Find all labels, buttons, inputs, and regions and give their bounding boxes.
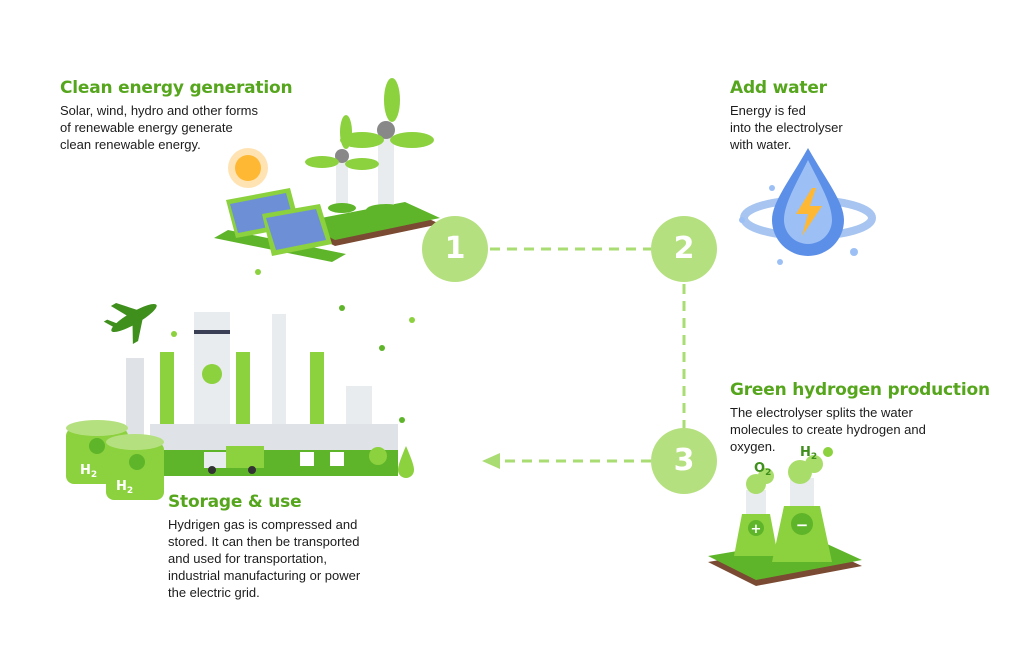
step-title: Clean energy generation	[60, 78, 293, 98]
minus-label: −	[796, 516, 809, 534]
arrowhead-left	[482, 453, 500, 469]
water-drop-icon	[739, 148, 876, 265]
lightning-icon	[796, 188, 822, 236]
flask-icon: +	[734, 468, 778, 556]
step-description: Hydrigen gas is compressed and stored. I…	[168, 517, 361, 600]
flask-large-icon: −	[772, 455, 832, 562]
step-storage-use: Storage & use Hydrigen gas is compressed…	[168, 492, 408, 601]
step-green-hydrogen: Green hydrogen production The electrolys…	[730, 380, 990, 455]
step-2-node: 2	[651, 216, 717, 282]
step-title: Add water	[730, 78, 827, 98]
electrolyser-scene: + − O2 H2	[708, 445, 862, 586]
h2-label: H2	[800, 445, 817, 462]
factory-icon	[126, 312, 414, 478]
wind-turbine-icon	[340, 78, 434, 216]
sun-icon	[228, 148, 268, 188]
step-description: The electrolyser splits the water molecu…	[730, 405, 926, 454]
o2-label: O2	[754, 461, 771, 478]
step-title: Green hydrogen production	[730, 380, 990, 400]
truck-icon	[204, 446, 264, 474]
step-title: Storage & use	[168, 492, 302, 512]
renewable-scene	[214, 78, 440, 275]
step-clean-energy: Clean energy generation Solar, wind, hyd…	[60, 78, 310, 153]
tank-front-h2-label: H2	[116, 479, 133, 496]
wind-turbine-small-icon	[305, 115, 379, 213]
plus-label: +	[751, 522, 762, 537]
step-description: Energy is fed into the electrolyser with…	[730, 103, 843, 152]
factory-scene: H2 H2	[66, 302, 415, 500]
step-1-node: 1	[422, 216, 488, 282]
step-add-water: Add water Energy is fed into the electro…	[730, 78, 930, 153]
solar-panel-icon	[214, 188, 346, 262]
airplane-icon	[103, 302, 157, 345]
tank-h2-label: H2	[80, 463, 97, 480]
step-3-node: 3	[651, 428, 717, 494]
hydrogen-tank-front-icon: H2	[106, 434, 164, 500]
step-description: Solar, wind, hydro and other forms of re…	[60, 103, 258, 152]
